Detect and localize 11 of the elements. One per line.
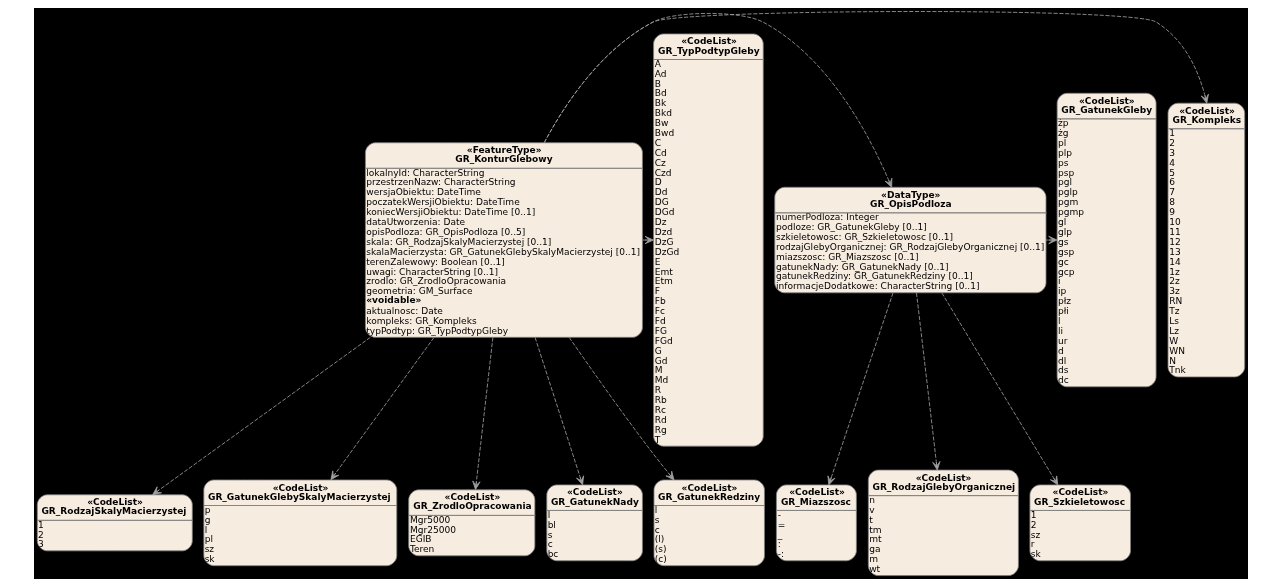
arrow [642,235,654,245]
arrow [534,337,584,486]
arrow [827,292,894,486]
arrow [543,13,893,188]
arrow [941,292,1059,486]
arrow [330,337,435,481]
arrow [152,337,371,496]
arrow [472,337,494,490]
arrow [568,337,675,481]
arrow [916,292,941,471]
arrow [1045,235,1058,245]
